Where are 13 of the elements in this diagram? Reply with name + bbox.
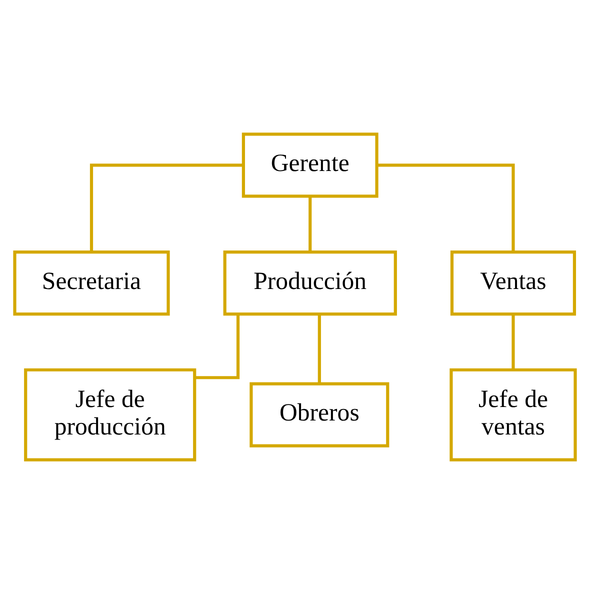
node-box: Gerente xyxy=(242,132,378,198)
node-box: Jefe de ventas xyxy=(450,368,577,461)
connector xyxy=(308,196,312,252)
node-box: Producción xyxy=(223,250,397,316)
node-box: Ventas xyxy=(450,250,576,316)
node-box: Secretaria xyxy=(13,250,170,316)
node-box: Jefe de producción xyxy=(24,368,196,461)
connector xyxy=(194,314,240,379)
node-box: Obreros xyxy=(250,382,390,447)
connector xyxy=(377,163,515,251)
connector xyxy=(512,314,515,370)
connector xyxy=(90,163,244,251)
connector xyxy=(318,314,321,383)
